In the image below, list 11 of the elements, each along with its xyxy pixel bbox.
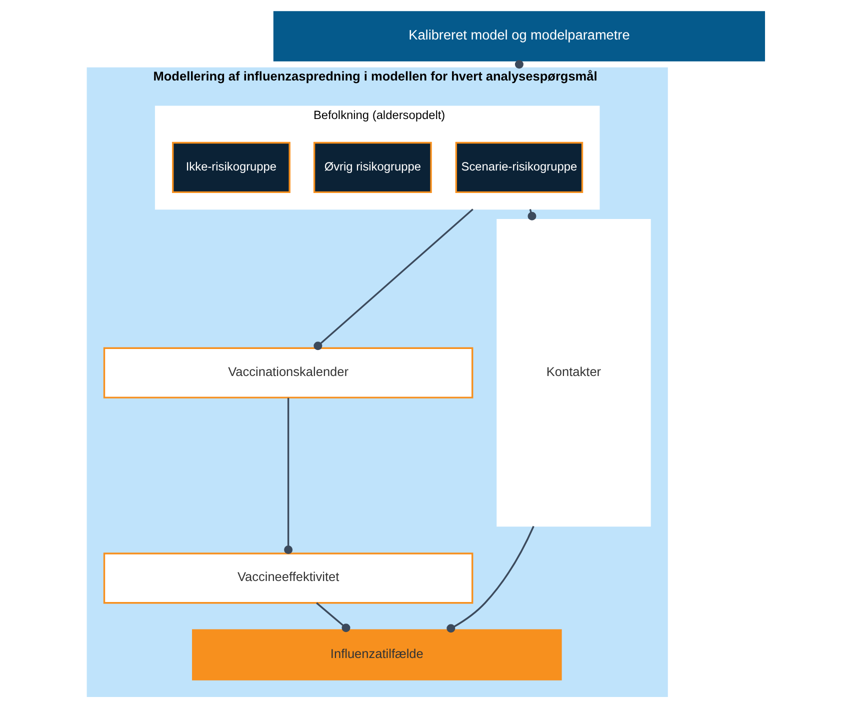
node-box: Scenarie-risikogruppe [455,142,584,194]
node-box: Vaccinationskalender [103,347,474,398]
node-box: Influenzatilfælde [192,629,562,680]
node-box: Ikke-risikogruppe [172,142,290,194]
connector [284,398,293,554]
node-box: Vaccineeffektivitet [103,552,474,604]
node-box: Kontakter [496,219,651,527]
connector [446,526,534,633]
connector [316,602,350,632]
node-box: Øvrig risikogruppe [313,142,432,194]
connector [314,208,474,350]
